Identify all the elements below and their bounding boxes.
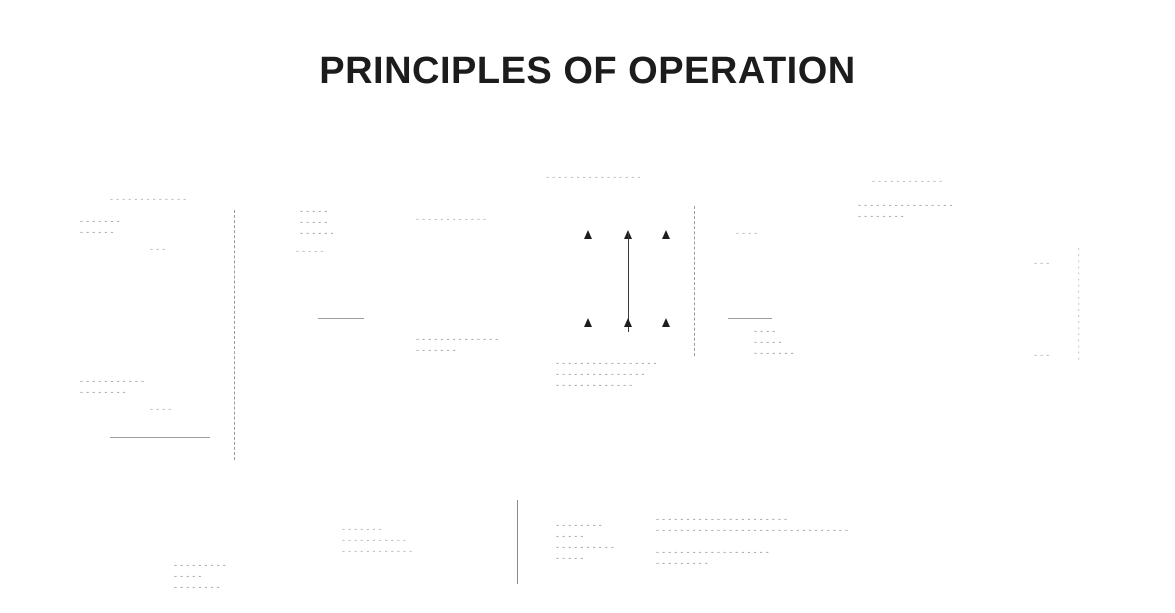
center-side-a: - - - - (736, 228, 758, 238)
lower-arrow-left (584, 318, 592, 327)
center-side-b: - - - - - - - - - - - - - - - - (754, 326, 794, 358)
bottom-box-a: - - - - - - - - - - - - - - - - - - - - … (174, 560, 227, 592)
right-mark-b: - - - (1034, 350, 1050, 360)
bottom-box-c: - - - - - - - - - - - - - - - - - - - - … (556, 520, 615, 563)
lower-arrow-center (624, 318, 632, 327)
bottom-box-b: - - - - - - - - - - - - - - - - - - - - … (342, 524, 413, 556)
center-text-b: - - - - - - - - - - - - - - - - - - - - … (416, 334, 499, 355)
center-axis-line (628, 232, 629, 332)
left-panel-baseline (110, 437, 210, 438)
diagram-title: PRINCIPLES OF OPERATION (319, 50, 856, 92)
center-side-baseline (728, 318, 772, 319)
lower-arrow-right (662, 318, 670, 327)
bottom-divider-line (517, 500, 518, 584)
center-text-a: - - - - - - - - - - - - (416, 214, 487, 224)
center-panel-header: - - - - - - - - - - - - - - - - (546, 172, 641, 182)
left-divider-line (234, 210, 235, 460)
center-caption: - - - - - - - - - - - - - - - - - - - - … (556, 358, 657, 390)
left-panel-text-b: - - - - - - - - - - - - - - - - - - - (80, 376, 145, 397)
left-panel-header: - - - - - - - - - - - - - (110, 194, 187, 204)
mid-left-text-a: - - - - - - - - - - - - - - - - (300, 206, 334, 238)
mid-left-text-b: - - - - - (296, 246, 324, 256)
mid-left-baseline (318, 318, 364, 319)
upper-arrow-left (584, 230, 592, 239)
left-panel-text-a: - - - - - - - - - - - - - (80, 216, 120, 237)
right-mark-a: - - - (1034, 258, 1050, 268)
upper-arrow-right (662, 230, 670, 239)
left-panel-mark-a: - - - (150, 244, 166, 254)
left-panel-mark-b: - - - - (150, 404, 172, 414)
right-vertical-label: - - - - - - - - - - - - - - - - - - - (1074, 247, 1083, 360)
right-panel-header: - - - - - - - - - - - - (872, 176, 943, 186)
center-divider-line (694, 206, 695, 356)
right-text-a: - - - - - - - - - - - - - - - - - - - - … (858, 200, 953, 221)
bottom-box-d: - - - - - - - - - - - - - - - - - - - - … (656, 514, 849, 568)
